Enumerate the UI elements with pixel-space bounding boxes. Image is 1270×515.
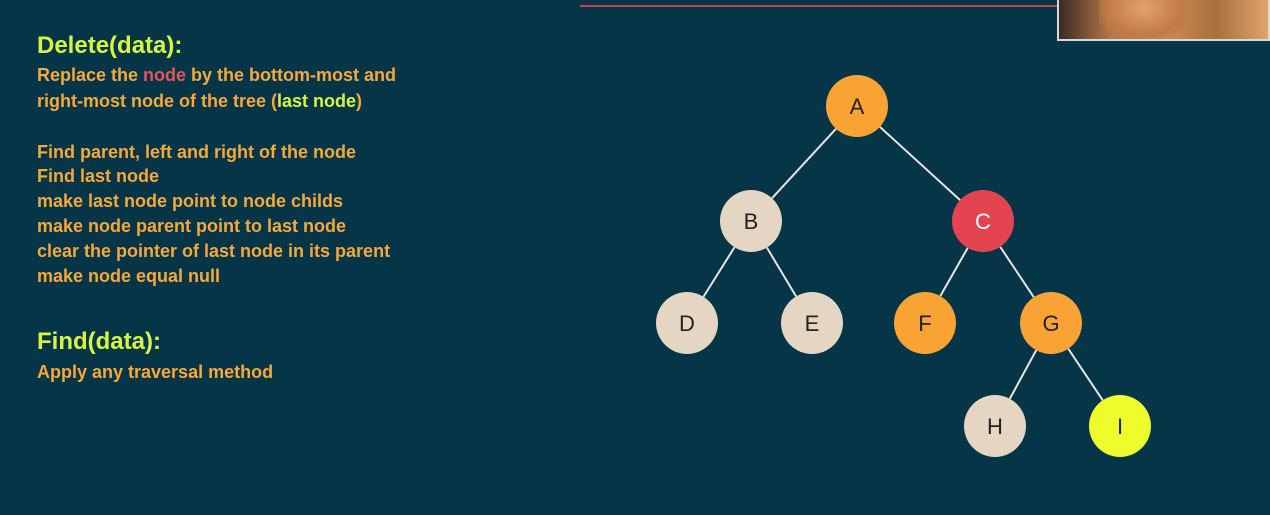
node-circle [964, 395, 1026, 457]
tree-edge-A-C [879, 126, 961, 201]
text-span: by the bottom-most and [186, 65, 397, 85]
delete-step: make node parent point to last node [37, 216, 347, 236]
node-label: H [987, 414, 1003, 439]
tree-node-F: F [894, 292, 956, 354]
node-label: G [1042, 311, 1059, 336]
delete-description-line-1: Replace the node by the bottom-most and [37, 63, 396, 88]
last-node-highlight: last node [277, 91, 357, 111]
node-label: F [918, 311, 931, 336]
tree-node-I: I [1089, 395, 1151, 457]
find-heading: Find(data): [37, 328, 161, 355]
header-divider-line [580, 5, 1058, 7]
delete-step: make node equal null [37, 266, 221, 286]
node-circle [1089, 395, 1151, 457]
node-circle [781, 292, 843, 354]
node-circle [720, 190, 782, 252]
node-label: A [850, 94, 865, 119]
tree-edge-B-E [766, 247, 797, 297]
node-circle [826, 75, 888, 137]
text-span: ) [356, 91, 363, 111]
tree-node-G: G [1020, 292, 1082, 354]
node-label: C [975, 209, 991, 234]
node-circle [656, 292, 718, 354]
webcam-overlay [1057, 0, 1270, 41]
delete-step: Find parent, left and right of the node [37, 142, 356, 162]
node-label: E [805, 311, 820, 336]
text-span: Replace the [37, 65, 144, 85]
tree-edge-B-D [702, 246, 736, 298]
node-circle [894, 292, 956, 354]
delete-heading: Delete(data): [37, 32, 183, 59]
text-span: right-most node of the tree ( [37, 91, 277, 111]
tree-node-C: C [952, 190, 1014, 252]
node-highlight: node [143, 65, 187, 85]
node-label: I [1117, 414, 1123, 439]
tree-edge-G-I [1067, 348, 1104, 401]
tree-edge-C-F [939, 247, 969, 297]
delete-description-line-2: right-most node of the tree (last node) [37, 89, 362, 114]
tree-node-B: B [720, 190, 782, 252]
tree-node-D: D [656, 292, 718, 354]
tree-node-A: A [826, 75, 888, 137]
node-circle [952, 190, 1014, 252]
find-description: Apply any traversal method [37, 362, 274, 382]
tree-edge-G-H [1008, 349, 1038, 400]
tree-edge-C-G [999, 246, 1035, 298]
tree-node-H: H [964, 395, 1026, 457]
delete-step: clear the pointer of last node in its pa… [37, 241, 391, 261]
node-label: B [744, 209, 759, 234]
tree-edge-A-B [771, 128, 837, 199]
node-label: D [679, 311, 695, 336]
delete-step: Find last node [37, 166, 160, 186]
node-circle [1020, 292, 1082, 354]
delete-step: make last node point to node childs [37, 191, 344, 211]
tree-node-E: E [781, 292, 843, 354]
